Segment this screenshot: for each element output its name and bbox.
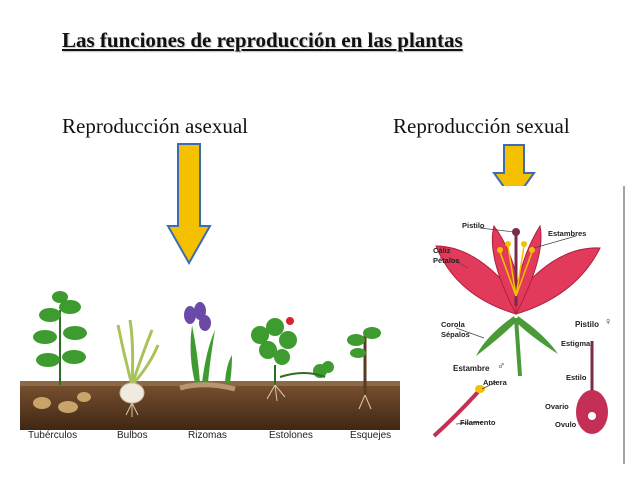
flower-label-corola: Corola — [441, 320, 465, 329]
plant-label-esquejes: Esquejes — [350, 430, 392, 441]
flower-label-ovulo: Ovulo — [555, 420, 577, 429]
flower-label-antera: Antera — [483, 378, 507, 387]
flower-label-pistilo: Pistilo — [462, 221, 485, 230]
flower-label-ovario: Ovario — [545, 402, 569, 411]
page-title: Las funciones de reproducción en las pla… — [62, 28, 463, 52]
asexual-plants-illustration — [20, 291, 400, 430]
flower-label-caliz: Cáliz — [433, 246, 451, 255]
flower-label-estilo: Estilo — [566, 373, 587, 382]
flower-label-petalos: Pétalos — [433, 256, 460, 265]
asexual-heading: Reproducción asexual — [62, 114, 249, 138]
female-symbol-icon: ♀ — [604, 316, 613, 328]
flower-label-estambres: Estambres — [548, 229, 587, 238]
plant-label-bulbos: Bulbos — [117, 430, 148, 441]
plant-label-tuberculos: Tubérculos — [28, 430, 78, 441]
flower-label-sepalos: Sépalos — [441, 330, 470, 339]
down-arrow-icon — [166, 143, 212, 266]
flower-label-pistilo-detail: Pistilo — [575, 320, 600, 329]
flower-diagram — [416, 186, 628, 464]
sexual-heading: Reproducción sexual — [393, 114, 570, 138]
male-symbol-icon: ♂ — [497, 360, 506, 372]
flower-label-filamento: Filamento — [460, 418, 496, 427]
plant-label-rizomas: Rizomas — [188, 430, 227, 441]
flower-label-estambre: Estambre — [453, 364, 490, 373]
flower-label-estigma: Estigma — [561, 339, 591, 348]
plant-label-estolones: Estolones — [269, 430, 313, 441]
